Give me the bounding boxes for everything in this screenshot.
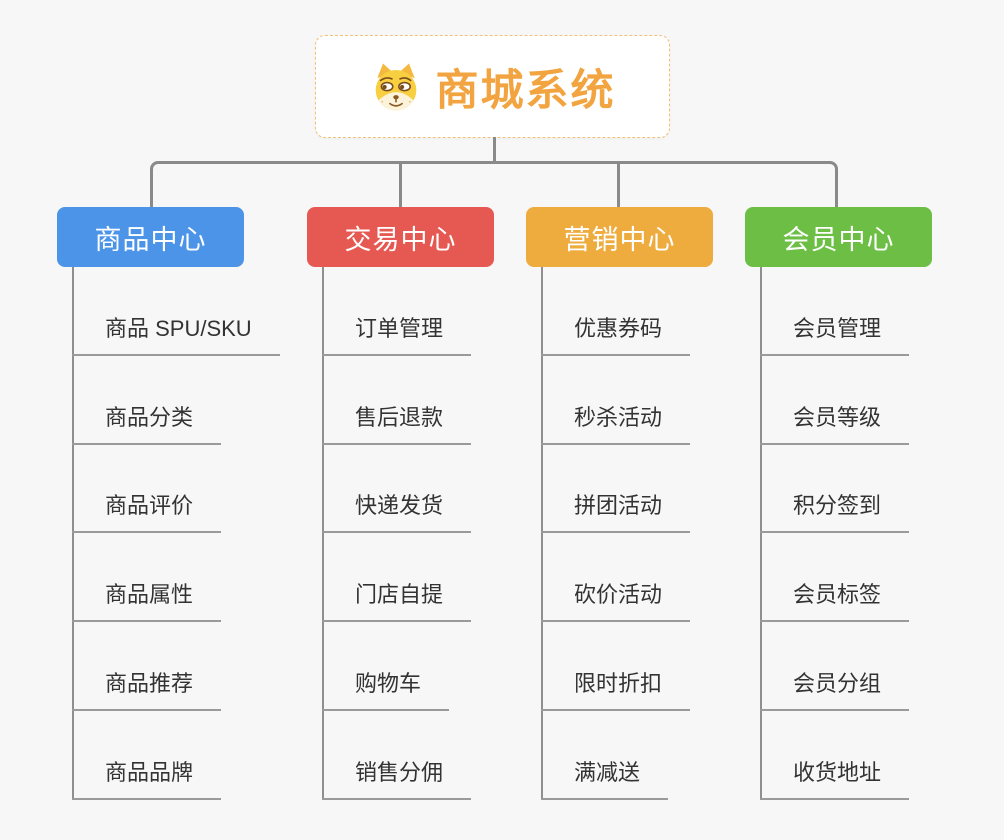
leaf-row: 商品品牌 [72,711,307,800]
leaf-row: 积分签到 [760,445,995,534]
branch-leaves-trade: 订单管理 售后退款 快递发货 门店自提 购物车 销售分佣 [322,267,557,800]
leaf-row: 购物车 [322,622,557,711]
root-title: 商城系统 [435,66,616,115]
leaf-topic[interactable]: 优惠券码 [541,311,691,356]
leaf-row: 砍价活动 [541,533,776,623]
branch-column-member: 会员中心 会员管理 会员等级 积分签到 会员标签 会员分组 收货地址 [745,207,995,800]
leaf-topic[interactable]: 秒杀活动 [541,400,691,445]
leaf-row: 会员标签 [760,533,995,623]
leaf-row: 门店自提 [322,533,557,623]
leaf-topic[interactable]: 会员分组 [760,666,910,711]
leaf-topic[interactable]: 商品属性 [72,577,222,623]
branch-column-goods: 商品中心 商品 SPU/SKU 商品分类 商品评价 商品属性 商品推荐 商品品牌 [57,207,307,800]
doge-icon [370,61,422,113]
leaf-row: 商品属性 [72,533,307,623]
leaf-row: 商品 SPU/SKU [72,267,307,356]
leaf-topic[interactable]: 售后退款 [322,400,472,445]
leaf-topic[interactable]: 订单管理 [322,311,472,356]
branch-node-marketing[interactable]: 营销中心 [526,207,713,267]
leaf-topic[interactable]: 商品品牌 [72,755,222,800]
leaf-row: 快递发货 [322,445,557,534]
leaf-topic[interactable]: 门店自提 [322,577,472,623]
leaf-topic[interactable]: 积分签到 [760,488,910,534]
leaf-row: 商品分类 [72,356,307,445]
leaf-topic[interactable]: 会员管理 [760,311,910,356]
leaf-topic[interactable]: 会员等级 [760,400,910,445]
branch-node-trade[interactable]: 交易中心 [307,207,494,267]
branch-node-member[interactable]: 会员中心 [745,207,932,267]
connector-drop-marketing [617,164,620,207]
branch-column-marketing: 营销中心 优惠券码 秒杀活动 拼团活动 砍价活动 限时折扣 满减送 [526,207,776,800]
leaf-row: 订单管理 [322,267,557,356]
branch-column-trade: 交易中心 订单管理 售后退款 快递发货 门店自提 购物车 销售分佣 [307,207,557,800]
leaf-topic[interactable]: 商品评价 [72,488,222,534]
branch-leaves-member: 会员管理 会员等级 积分签到 会员标签 会员分组 收货地址 [760,267,995,800]
connector-bus [150,161,838,207]
leaf-row: 售后退款 [322,356,557,445]
leaf-topic[interactable]: 商品推荐 [72,666,222,711]
leaf-topic[interactable]: 砍价活动 [541,577,691,623]
branch-node-goods[interactable]: 商品中心 [57,207,244,267]
leaf-topic[interactable]: 限时折扣 [541,666,691,711]
leaf-topic[interactable]: 满减送 [541,755,669,800]
leaf-topic[interactable]: 购物车 [322,666,450,711]
leaf-row: 商品推荐 [72,622,307,711]
leaf-topic[interactable]: 收货地址 [760,755,910,800]
root-node[interactable]: 商城系统 [315,35,670,138]
leaf-row: 会员等级 [760,356,995,445]
connector-drop-trade [399,164,402,207]
leaf-topic[interactable]: 快递发货 [322,488,472,534]
leaf-topic[interactable]: 商品 SPU/SKU [72,311,280,356]
leaf-row: 收货地址 [760,711,995,800]
leaf-topic[interactable]: 商品分类 [72,400,222,445]
leaf-topic[interactable]: 拼团活动 [541,488,691,534]
leaf-row: 会员管理 [760,267,995,356]
branch-leaves-marketing: 优惠券码 秒杀活动 拼团活动 砍价活动 限时折扣 满减送 [541,267,776,800]
branch-leaves-goods: 商品 SPU/SKU 商品分类 商品评价 商品属性 商品推荐 商品品牌 [72,267,307,800]
leaf-topic[interactable]: 会员标签 [760,577,910,623]
leaf-row: 销售分佣 [322,711,557,800]
connector-root-stem [493,137,496,164]
leaf-row: 会员分组 [760,622,995,711]
leaf-row: 优惠券码 [541,267,776,356]
leaf-row: 拼团活动 [541,445,776,534]
leaf-row: 满减送 [541,711,776,800]
leaf-topic[interactable]: 销售分佣 [322,755,472,800]
leaf-row: 限时折扣 [541,622,776,711]
leaf-row: 商品评价 [72,445,307,534]
leaf-row: 秒杀活动 [541,356,776,445]
